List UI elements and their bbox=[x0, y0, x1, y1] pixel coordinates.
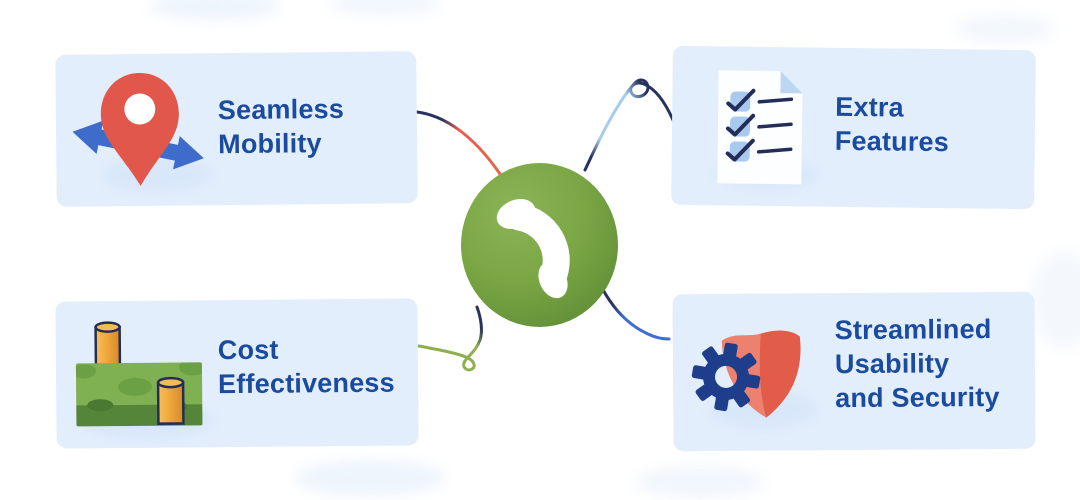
card-cost-effectiveness: Cost Effectiveness bbox=[55, 298, 419, 449]
title-line: Streamlined bbox=[834, 314, 992, 346]
watercolor-blob bbox=[330, 0, 440, 16]
checklist-rows bbox=[725, 88, 794, 162]
watercolor-blob bbox=[1030, 250, 1080, 350]
card-title: Extra Features bbox=[835, 90, 950, 159]
title-line: Cost bbox=[217, 334, 279, 366]
title-line: and Security bbox=[835, 381, 1000, 414]
connector-top-right bbox=[583, 78, 675, 172]
card-extra-features: Extra Features bbox=[671, 45, 1036, 210]
card-streamlined-usability-security: Streamlined Usability and Security bbox=[672, 291, 1036, 452]
coin-front bbox=[156, 376, 185, 425]
phone-handset-icon bbox=[496, 199, 570, 299]
pin-hole bbox=[124, 93, 156, 125]
location-pin-arrows-icon bbox=[72, 73, 204, 187]
watercolor-blob bbox=[295, 460, 445, 496]
connector-bottom-left bbox=[417, 305, 483, 372]
watercolor-blob bbox=[150, 0, 280, 20]
money-bill bbox=[75, 362, 203, 427]
gear bbox=[691, 342, 761, 412]
location-pin bbox=[100, 73, 179, 187]
title-line: Seamless bbox=[217, 93, 345, 126]
card-seamless-mobility: Seamless Mobility bbox=[55, 51, 418, 207]
title-line: Extra bbox=[835, 91, 904, 123]
connector-top-left bbox=[415, 110, 506, 182]
center-phone-circle bbox=[461, 163, 618, 327]
connector-bottom-right bbox=[600, 286, 671, 341]
card-title: Cost Effectiveness bbox=[218, 332, 395, 402]
title-line: Effectiveness bbox=[217, 367, 395, 400]
checklist-icon bbox=[717, 70, 803, 185]
paper-fold bbox=[780, 71, 803, 94]
title-line: Mobility bbox=[218, 128, 322, 160]
watercolor-blob bbox=[955, 14, 1055, 44]
watercolor-blob bbox=[635, 466, 765, 498]
card-title: Seamless Mobility bbox=[218, 92, 345, 161]
coin-back bbox=[94, 321, 122, 369]
money-coins-icon bbox=[75, 321, 203, 427]
card-title: Streamlined Usability and Security bbox=[835, 312, 1000, 415]
shield-gear-icon bbox=[691, 330, 801, 418]
title-line: Features bbox=[834, 125, 950, 158]
title-line: Usability bbox=[834, 348, 950, 380]
